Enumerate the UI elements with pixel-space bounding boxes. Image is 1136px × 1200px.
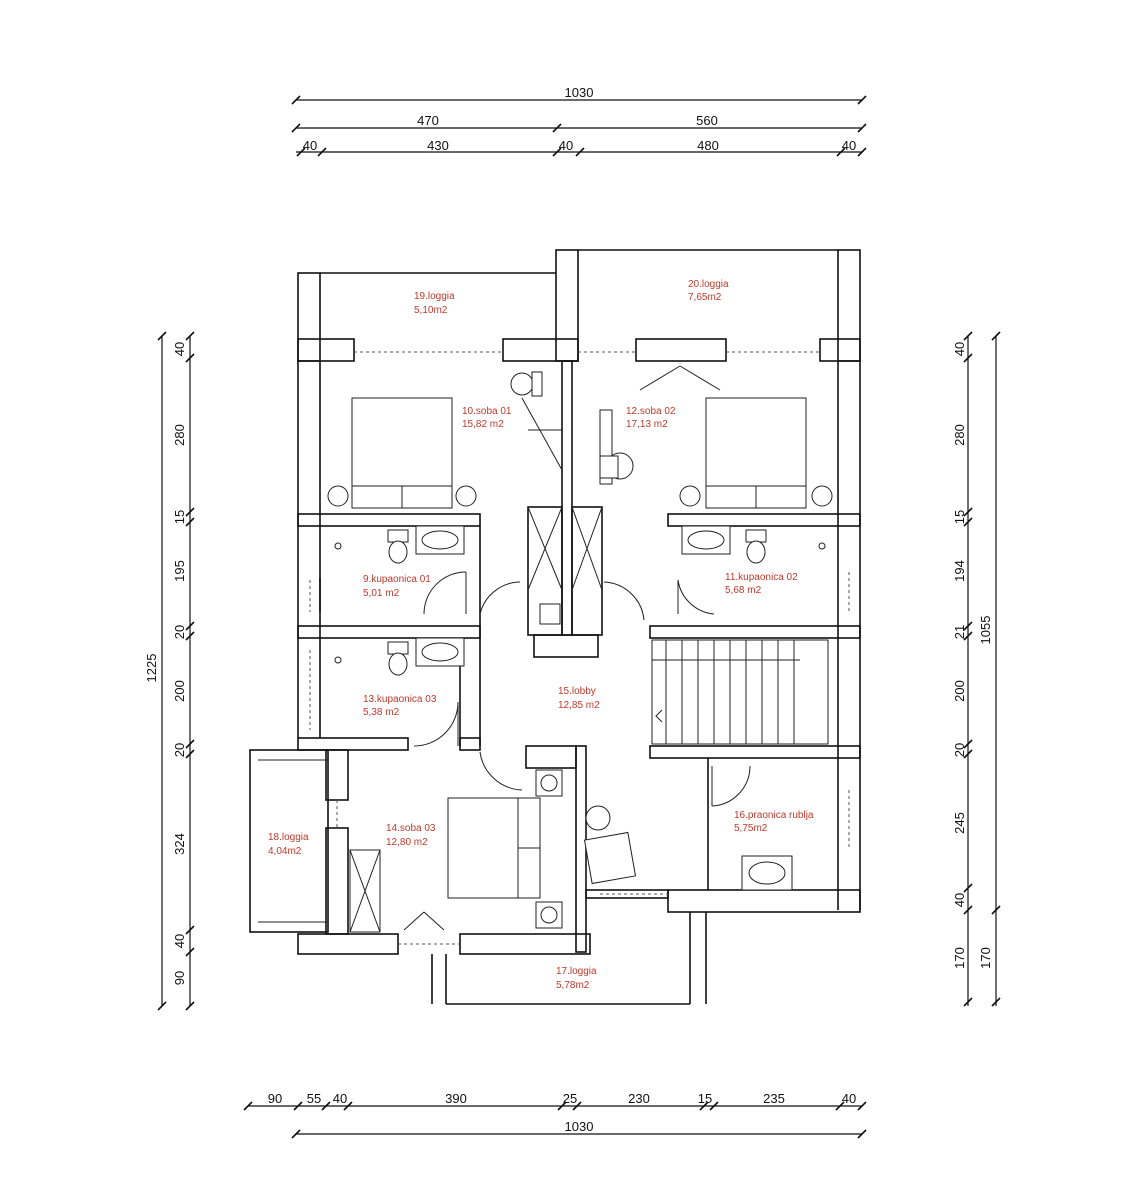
room-19-area: 5,10m2 [414,305,448,316]
room-12-name: 12.soba 02 [626,406,676,417]
bottom-overall-label: 1030 [565,1119,594,1134]
right-seg-2: 15 [952,510,967,524]
left-seg-6: 20 [172,743,187,757]
room-15-name: 15.lobby [558,686,596,697]
right-dimensions: 40 280 15 194 21 200 20 245 40 170 1055 … [952,331,1001,1007]
right-seg-4: 21 [952,625,967,639]
right-extra-label: 170 [978,947,993,969]
top-row3-label-0: 40 [303,138,317,153]
top-dimensions: 1030 470 560 40 430 40 480 40 [291,85,867,157]
room-17-name: 17.loggia [556,966,597,977]
top-row3-label-3: 480 [697,138,719,153]
bottom-row1-label-1: 55 [307,1091,321,1106]
left-seg-8: 40 [172,934,187,948]
room-13-area: 5,38 m2 [363,707,400,718]
room-13-name: 13.kupaonica 03 [363,694,437,705]
left-seg-3: 195 [172,560,187,582]
room-18-name: 18.loggia [268,832,309,843]
left-seg-7: 324 [172,833,187,855]
bottom-row1-label-0: 90 [268,1091,282,1106]
doors [413,571,751,807]
room-20-area: 7,65m2 [688,292,722,303]
right-seg-1: 280 [952,424,967,446]
bottom-row1-label-7: 235 [763,1091,785,1106]
top-row3-label-2: 40 [559,138,573,153]
right-seg-9: 170 [952,947,967,969]
left-seg-0: 40 [172,342,187,356]
room-labels: 19.loggia 5,10m2 20.loggia 7,65m2 10.sob… [268,279,814,991]
right-seg-5: 200 [952,680,967,702]
bottom-dimensions: 90 55 40 390 25 230 15 235 40 1030 [243,1091,867,1139]
top-row3-label-1: 430 [427,138,449,153]
room-12-area: 17,13 m2 [626,419,668,430]
room-9-area: 5,01 m2 [363,588,400,599]
walls [249,249,861,1005]
left-seg-5: 200 [172,680,187,702]
left-seg-9: 90 [172,971,187,985]
left-overall-label: 1225 [144,654,159,683]
fixtures [327,365,833,933]
right-seg-7: 245 [952,812,967,834]
left-seg-2: 15 [172,510,187,524]
room-19-name: 19.loggia [414,291,455,302]
bottom-row1-label-5: 230 [628,1091,650,1106]
room-9-name: 9.kupaonica 01 [363,574,431,585]
right-seg-6: 20 [952,743,967,757]
room-14-area: 12,80 m2 [386,837,428,848]
right-seg-0: 40 [952,342,967,356]
top-row2-label-1: 560 [696,113,718,128]
top-row2-label-0: 470 [417,113,439,128]
staircase [651,639,829,745]
room-16-name: 16.praonica rublja [734,810,814,821]
left-dimensions: 1225 40 280 15 195 20 200 20 324 40 90 [144,331,195,1011]
room-16-area: 5,75m2 [734,823,768,834]
room-14-name: 14.soba 03 [386,823,436,834]
bottom-row1-label-2: 40 [333,1091,347,1106]
room-17-area: 5,78m2 [556,980,590,991]
room-10-name: 10.soba 01 [462,406,512,417]
room-15-area: 12,85 m2 [558,700,600,711]
left-seg-4: 20 [172,625,187,639]
bottom-row1-label-3: 390 [445,1091,467,1106]
room-10-area: 15,82 m2 [462,419,504,430]
room-11-name: 11.kupaonica 02 [725,572,798,583]
room-18-area: 4,04m2 [268,846,302,857]
top-overall-label: 1030 [565,85,594,100]
room-11-area: 5,68 m2 [725,585,762,596]
bottom-row1-label-8: 40 [842,1091,856,1106]
top-row3-label-4: 40 [842,138,856,153]
bottom-row1-label-6: 15 [698,1091,712,1106]
right-seg-8: 40 [952,893,967,907]
left-seg-1: 280 [172,424,187,446]
room-20-name: 20.loggia [688,279,729,290]
bottom-row1-label-4: 25 [563,1091,577,1106]
right-seg-3: 194 [952,560,967,582]
right-overall-label: 1055 [978,616,993,645]
